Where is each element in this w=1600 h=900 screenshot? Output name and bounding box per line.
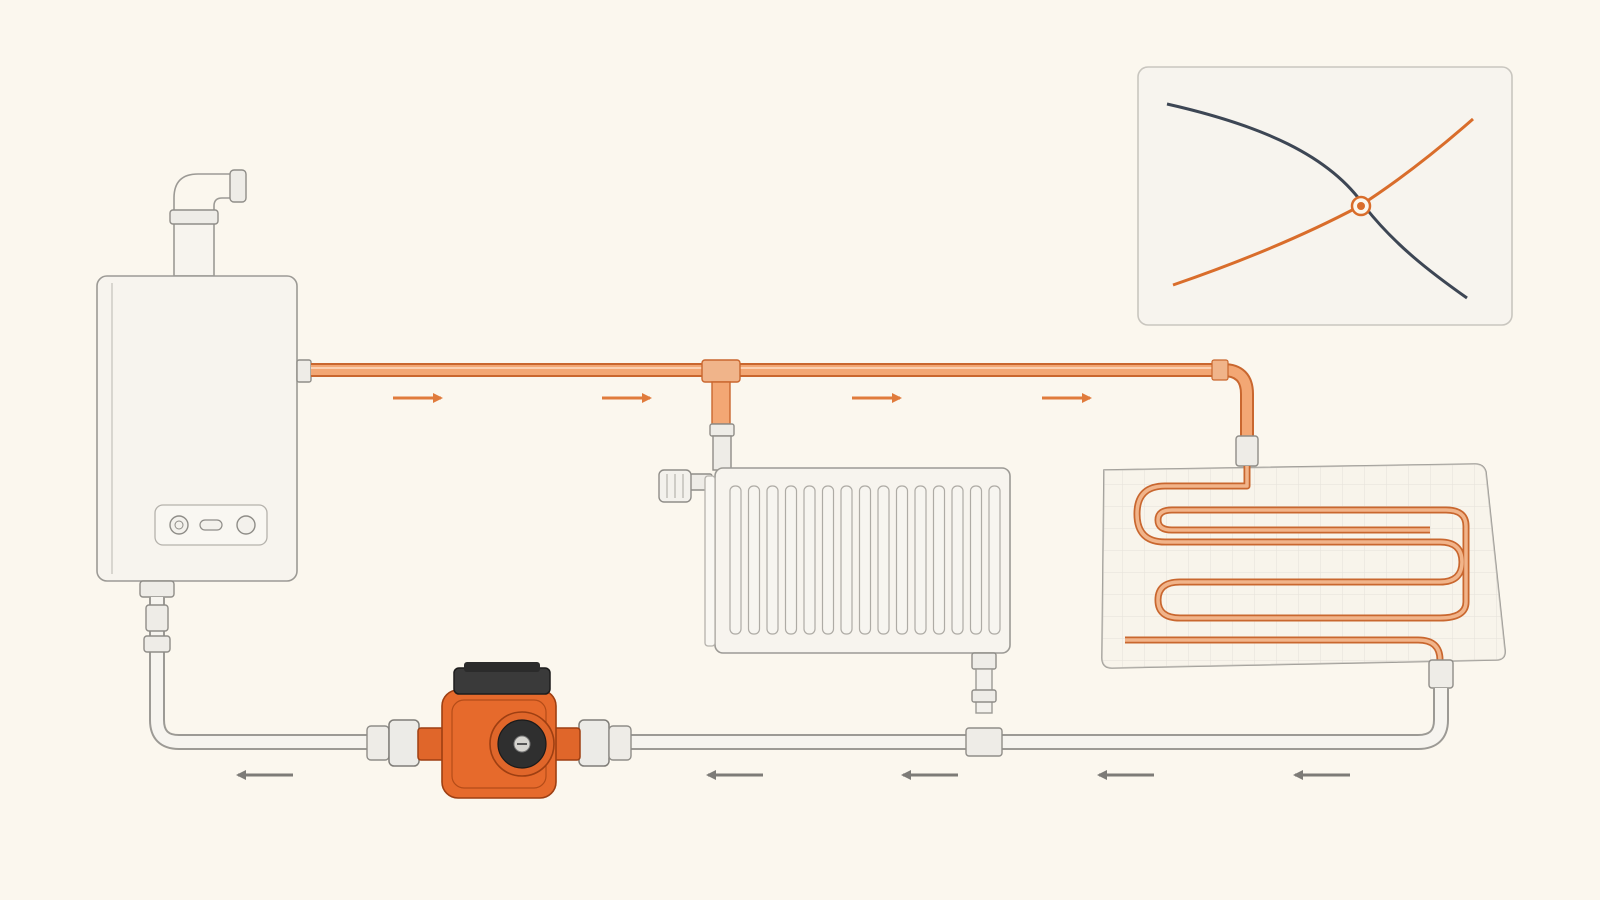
boiler-dial-icon[interactable]	[236, 515, 256, 535]
underfloor-heating-loop	[1101, 435, 1506, 689]
radiator-fin	[914, 485, 927, 635]
supply-pipe	[311, 359, 1254, 440]
radiator-fin	[877, 485, 890, 635]
circulator-pump	[366, 662, 632, 799]
radiator-fin	[747, 485, 761, 635]
radiator-fin	[895, 485, 909, 635]
radiator-fin	[932, 485, 946, 635]
radiator-fin	[821, 485, 835, 635]
boiler-control-panel	[154, 504, 268, 546]
boiler-flue	[169, 169, 247, 277]
boiler-button-icon[interactable]	[169, 515, 189, 535]
pump-curve-inset-chart	[1137, 66, 1513, 326]
radiator-fin	[803, 485, 816, 635]
radiator-fin	[858, 485, 872, 635]
radiator-fin	[729, 485, 742, 635]
chart-frame	[1137, 66, 1513, 326]
radiator-fin	[784, 485, 798, 635]
boiler	[96, 275, 312, 598]
radiator-fin	[840, 485, 853, 635]
radiator-fin	[969, 485, 983, 635]
radiator-fin	[951, 485, 964, 635]
return-pipe	[143, 597, 1449, 757]
panel-radiator	[658, 423, 1011, 714]
radiator-fin	[988, 485, 1001, 635]
radiator-fins	[729, 485, 1001, 635]
operating-point	[1350, 195, 1372, 217]
radiator-fin	[766, 485, 779, 635]
boiler-display-icon	[199, 519, 223, 531]
